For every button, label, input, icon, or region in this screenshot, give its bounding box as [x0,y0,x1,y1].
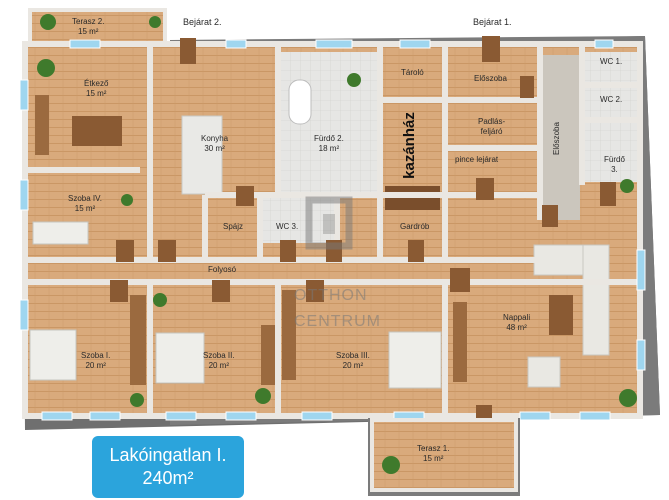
armchair [527,356,561,388]
room-name: Szoba II. [203,351,235,360]
room-area: 20 m² [342,361,364,370]
room-name: Fürdő [604,155,625,164]
terrace-1-floor [370,418,518,492]
room-area: 15 m² [74,204,96,213]
doors [110,36,616,429]
room-name: Terasz 2. [72,17,105,26]
room-spajz: Spájz [223,222,243,232]
room-area: 20 m² [85,361,106,370]
room-name: WC 3. [276,222,299,231]
coffee-table [549,295,573,335]
room-wc-3: WC 3. [276,222,298,232]
corridor-side [540,55,580,220]
bed-szoba-3 [388,331,442,389]
room-area: 15 m² [86,89,107,98]
room-area: 3. [611,165,618,174]
badge-area: 240m² [142,468,194,488]
room-furdo-2: Fürdő 2.18 m² [314,134,344,154]
room-name: Folyosó [208,265,237,274]
room-terasz-1: Terasz 1.15 m² [417,444,449,464]
room-name: WC 2. [600,95,623,104]
room-szoba-2: Szoba II.20 m² [203,351,235,371]
watermark-line-1: OTTHON [294,287,368,304]
room-gardrob: Gardrób [400,222,429,232]
sofa-side [582,244,610,356]
room-folyoso: Folyosó [208,265,236,275]
windows [19,39,646,421]
room-name: Étkező [84,79,109,88]
room-name: WC 1. [600,57,623,66]
room-szoba-1: Szoba I.20 m² [81,351,110,371]
room-name: Fürdő 2. [314,134,344,143]
dining-table [72,116,122,146]
watermark-line-2: CENTRUM [294,313,381,330]
watermark-logo [301,192,357,254]
room-area: 20 m² [208,361,230,370]
entrance-1-label: Bejárat 1. [473,17,512,27]
room-name: Szoba IV. [68,194,102,203]
room-eloszoba-side: Előszoba [551,122,561,155]
plants [37,14,637,474]
room-area: 30 m² [204,144,225,153]
bed-szoba-4 [32,221,89,245]
room-pince: pince lejárat [455,155,498,165]
room-name: pince lejárat [455,155,499,164]
bathtub [288,79,312,125]
room-name: Spájz [223,222,244,231]
room-terasz-2: Terasz 2.15 m² [72,17,104,37]
property-badge: Lakóingatlan I. 240m² [92,436,244,498]
room-szoba-3: Szoba III.20 m² [336,351,370,371]
room-wc-1: WC 1. [600,57,622,67]
room-wc-2: WC 2. [600,95,622,105]
room-padlasfeljaro: Padlás-feljáró [478,117,505,137]
room-eloszoba-top: Előszoba [474,74,507,84]
badge-title: Lakóingatlan I. [109,445,227,465]
room-name: kazánház [400,111,418,179]
room-name: Szoba I. [81,351,111,360]
room-area: 18 m² [318,144,340,153]
room-name: Szoba III. [336,351,370,360]
entrance-2-label: Bejárat 2. [183,17,222,27]
room-area: 15 m² [423,454,444,463]
room-kazanhaz: kazánház [384,100,434,190]
room-name: Nappali [503,313,531,322]
room-name: Padlás- [478,117,506,126]
kitchen-island [181,115,223,195]
room-tarolo: Tároló [401,68,424,78]
room-area: 48 m² [506,323,527,332]
room-area: 15 m² [78,27,99,36]
room-name: Előszoba [474,74,507,83]
room-szoba-4: Szoba IV.15 m² [68,194,102,214]
room-name: Gardrób [400,222,430,231]
room-name: Tároló [401,68,424,77]
room-name: Terasz 1. [417,444,450,453]
bed-szoba-1 [29,329,77,381]
room-name-2: feljáró [480,127,503,136]
room-name: Konyha [201,134,229,143]
bed-szoba-2 [155,332,205,384]
